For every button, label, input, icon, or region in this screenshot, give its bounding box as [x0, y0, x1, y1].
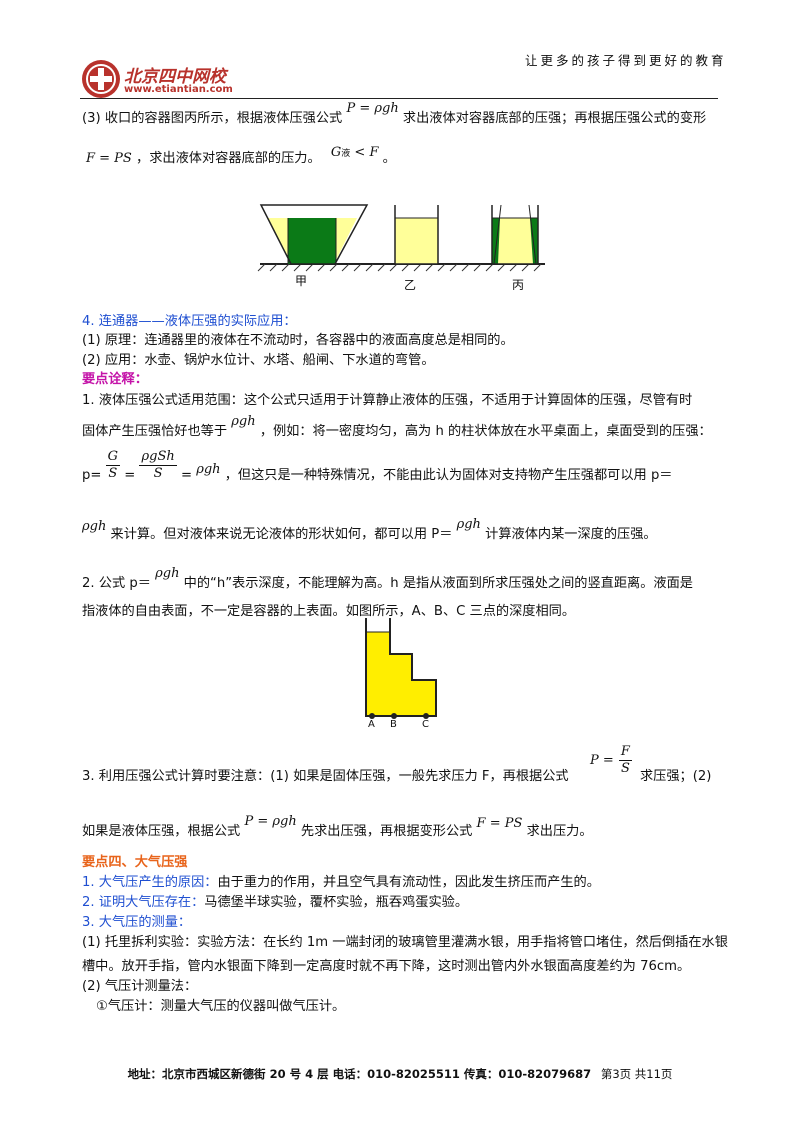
fig1-label-jia: 甲 [295, 274, 308, 288]
formula-f-ps: F = PS [86, 151, 132, 166]
logo-text: 北京四中网校 [124, 67, 226, 87]
notes-title: 要点诠释： [82, 372, 148, 387]
fig2-label-c: C [422, 719, 429, 730]
para3-line2: F = PS ，求出液体对容器底部的压力。 G液 < F 。 [86, 145, 396, 166]
logo-url: www.etiantian.com [124, 84, 233, 95]
formula-p-rho-gh: P = ρgh [346, 101, 399, 116]
formula-g-lt-f: G液 < F [330, 145, 379, 160]
abc-depth-figure [365, 618, 437, 719]
note3-line1-end: 求压强；(2) [640, 769, 712, 784]
note2-line1: 2. 公式 p＝ ρgh 中的“h”表示深度，不能理解为高。h 是指从液面到所求… [82, 566, 693, 591]
note1-line4: ρgh 来计算。但对液体来说无论液体的形状如何，都可以用 P＝ ρgh 计算液体… [82, 517, 657, 542]
footer: 地址：北京市西城区新德街 20 号 4 层 电话：010-82025511 传真… [0, 1066, 800, 1082]
atm-p2a: ①气压计：测量大气压的仪器叫做气压计。 [96, 999, 346, 1014]
footer-page: 第3页 共11页 [600, 1067, 673, 1081]
atm-p1-l1: (1) 托里拆利实验：实验方法：在长约 1m 一端封闭的玻璃管里灌满水银，用手指… [82, 935, 728, 950]
atm-item3: 3. 大气压的测量： [82, 915, 192, 930]
fig1-label-bing: 丙 [512, 278, 525, 292]
note2-line2: 指液体的自由表面，不一定是容器的上表面。如图所示，A、B、C 三点的深度相同。 [82, 604, 576, 619]
atm-item1: 1. 大气压产生的原因：由于重力的作用，并且空气具有流动性，因此发生挤压而产生的… [82, 875, 600, 890]
footer-address: 地址：北京市西城区新德街 20 号 4 层 电话：010-82025511 传真… [127, 1067, 592, 1081]
logo-icon [82, 60, 120, 98]
note1-line1: 1. 液体压强公式适用范围：这个公式只适用于计算静止液体的压强，不适用于计算固体… [82, 393, 693, 408]
sec4-title: 4. 连通器——液体压强的实际应用： [82, 314, 297, 329]
container-bing [491, 204, 539, 265]
atm-item2: 2. 证明大气压存在：马德堡半球实验，覆杯实验，瓶吞鸡蛋实验。 [82, 895, 469, 910]
note1-line2: 固体产生压强恰好也等于 ρgh ，例如：将一密度均匀，高为 h 的柱状体放在水平… [82, 414, 712, 439]
para3-line1: (3) 收口的容器图丙所示，根据液体压强公式 P = ρgh 求出液体对容器底部… [82, 101, 707, 126]
container-figure [257, 204, 545, 272]
fig2-label-b: B [390, 719, 397, 730]
formula-rho-gh: ρgh [231, 414, 256, 429]
note3-line1: 3. 利用压强公式计算时要注意：(1) 如果是固体压强，一般先求压力 F，再根据… [82, 769, 569, 784]
atm-title: 要点四、大气压强 [82, 855, 188, 870]
fig2-label-a: A [368, 719, 375, 730]
header: 北京四中网校 www.etiantian.com 让更多的孩子得到更好的教育 [0, 0, 800, 100]
header-slogan: 让更多的孩子得到更好的教育 [525, 53, 727, 68]
atm-p2: (2) 气压计测量法： [82, 979, 198, 994]
note3-line2: 如果是液体压强，根据公式 P = ρgh 先求出压强，再根据变形公式 F = P… [82, 814, 593, 839]
sec4-p1: (1) 原理：连通器里的液体在不流动时，各容器中的液面高度总是相同的。 [82, 333, 514, 348]
header-rule [80, 98, 718, 99]
sec4-p2: (2) 应用：水壶、锅炉水位计、水塔、船闸、下水道的弯管。 [82, 353, 435, 368]
container-yi [394, 205, 439, 265]
atm-p1-l2: 槽中。放开手指，管内水银面下降到一定高度时就不再下降，这时测出管内外水银面高度差… [82, 959, 691, 974]
fig1-label-yi: 乙 [404, 278, 417, 292]
container-jia [259, 204, 369, 265]
